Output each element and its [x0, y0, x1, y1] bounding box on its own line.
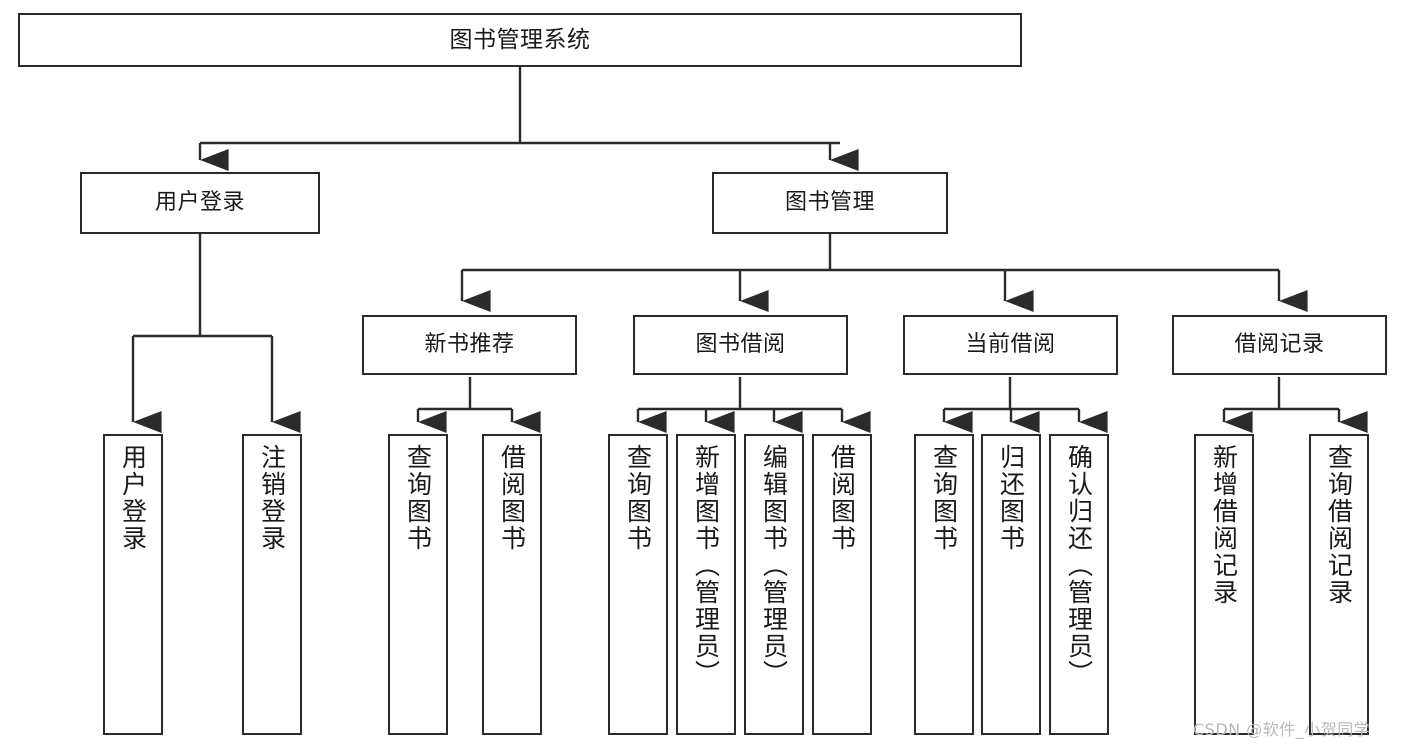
leaf-book-borrow-query[interactable]: 查询图书 [608, 434, 668, 735]
node-book-borrow[interactable]: 图书借阅 [633, 315, 848, 375]
node-label: 借阅图书 [827, 444, 857, 552]
leaf-user-login-login[interactable]: 用户登录 [103, 434, 163, 735]
node-label: 注销登录 [257, 444, 287, 552]
node-label: 查询图书 [403, 444, 433, 552]
leaf-book-borrow-add[interactable]: 新增图书（管理员） [676, 434, 736, 735]
leaf-current-borrow-query[interactable]: 查询图书 [914, 434, 974, 735]
leaf-current-borrow-return[interactable]: 归还图书 [981, 434, 1041, 735]
node-label: 查询借阅记录 [1324, 444, 1354, 606]
leaf-book-borrow-borrow[interactable]: 借阅图书 [812, 434, 872, 735]
leaf-borrow-record-query[interactable]: 查询借阅记录 [1309, 434, 1369, 735]
node-root-system[interactable]: 图书管理系统 [18, 13, 1022, 67]
node-label: 编辑图书（管理员） [759, 444, 789, 687]
node-label: 图书管理 [784, 190, 875, 216]
node-label: 图书借阅 [695, 332, 786, 358]
node-label: 确认归还（管理员） [1064, 444, 1094, 687]
node-new-book-recommend[interactable]: 新书推荐 [362, 315, 577, 375]
node-label: 图书管理系统 [449, 26, 591, 53]
leaf-new-book-query[interactable]: 查询图书 [388, 434, 448, 735]
node-label: 借阅记录 [1234, 332, 1325, 358]
node-label: 用户登录 [118, 444, 148, 552]
leaf-book-borrow-edit[interactable]: 编辑图书（管理员） [744, 434, 804, 735]
leaf-user-login-logout[interactable]: 注销登录 [242, 434, 302, 735]
node-borrow-records[interactable]: 借阅记录 [1172, 315, 1387, 375]
node-label: 归还图书 [996, 444, 1026, 552]
node-book-management[interactable]: 图书管理 [712, 172, 948, 234]
node-label: 新增借阅记录 [1209, 444, 1239, 606]
leaf-current-borrow-confirm-return[interactable]: 确认归还（管理员） [1049, 434, 1109, 735]
node-user-login[interactable]: 用户登录 [80, 172, 320, 234]
node-label: 当前借阅 [965, 332, 1056, 358]
node-label: 新书推荐 [424, 332, 515, 358]
node-label: 查询图书 [623, 444, 653, 552]
leaf-new-book-borrow[interactable]: 借阅图书 [482, 434, 542, 735]
csdn-watermark: CSDN @软件_小贺同学 [1193, 720, 1371, 739]
leaf-borrow-record-add[interactable]: 新增借阅记录 [1194, 434, 1254, 735]
node-label: 用户登录 [154, 190, 245, 216]
node-label: 查询图书 [929, 444, 959, 552]
node-label: 借阅图书 [497, 444, 527, 552]
node-label: 新增图书（管理员） [691, 444, 721, 687]
node-current-borrow[interactable]: 当前借阅 [903, 315, 1118, 375]
